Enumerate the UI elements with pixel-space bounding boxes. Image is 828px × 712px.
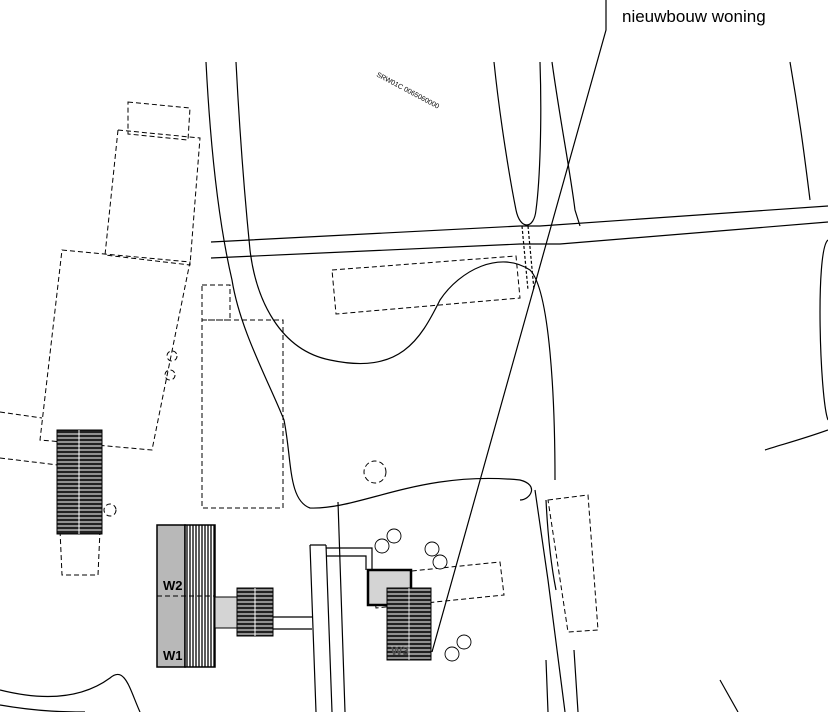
building-w1-w2: W2 W1: [156, 524, 312, 668]
callout-label: nieuwbouw woning: [622, 7, 766, 26]
label-w2: W2: [163, 578, 183, 593]
existing-outlines: [0, 101, 599, 633]
roads: [0, 61, 828, 712]
label-w1: W1: [163, 648, 183, 663]
tree-icons: [374, 528, 472, 662]
label-w3: W3: [391, 644, 409, 658]
building-w3: W3: [326, 547, 432, 661]
callout-leader: [431, 0, 607, 653]
parcel-code: SRW01C 0065060000: [375, 72, 440, 111]
